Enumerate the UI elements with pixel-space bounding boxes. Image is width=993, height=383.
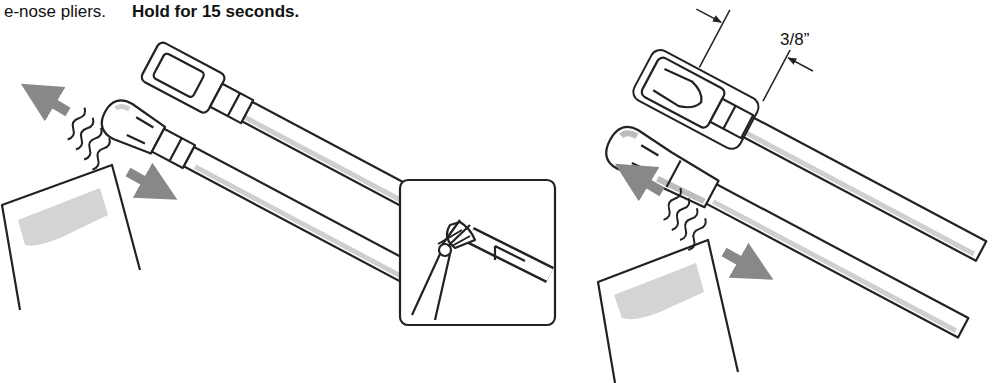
heat-gun xyxy=(2,94,160,310)
pliers-inset xyxy=(400,180,555,325)
cable-tie xyxy=(600,121,974,348)
instruction-text: e-nose pliers. xyxy=(2,2,108,22)
instruction-emphasis: Hold for 15 seconds. xyxy=(130,2,301,22)
heat-gun xyxy=(598,174,756,383)
dimension-label: 3/8” xyxy=(778,30,811,50)
